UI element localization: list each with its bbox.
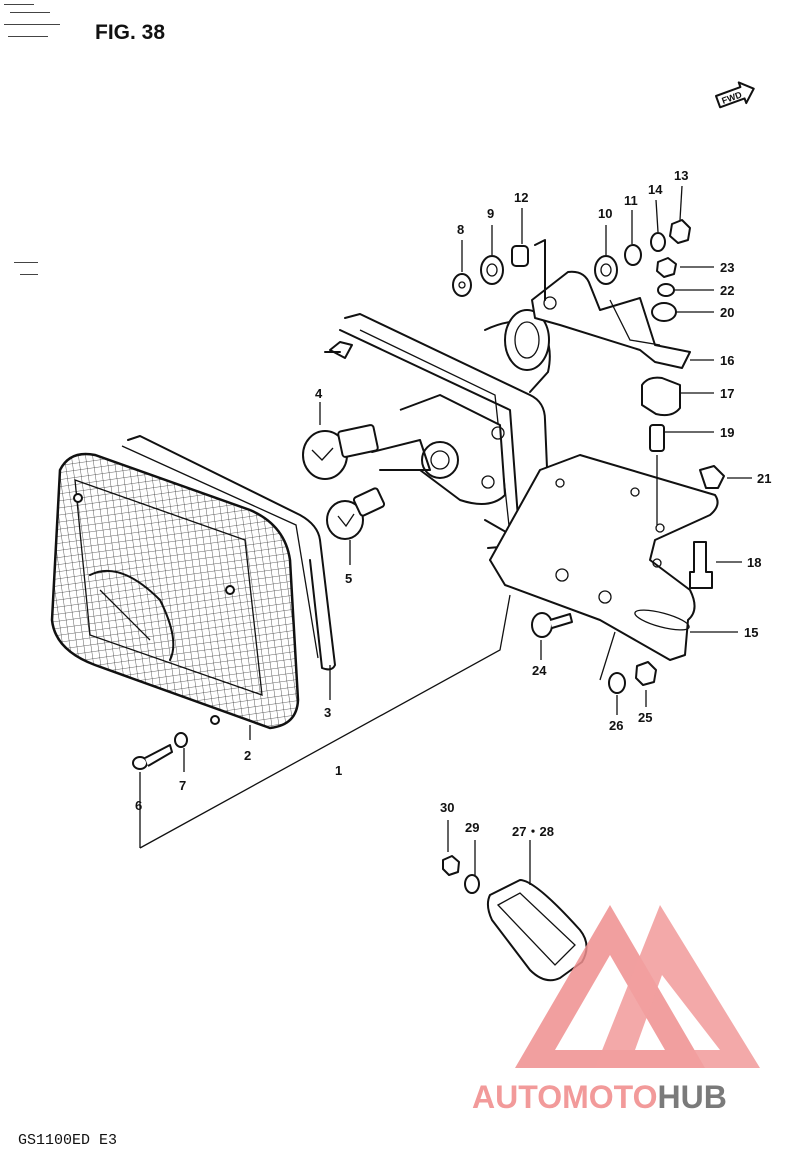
callout-10: 10 [598, 206, 612, 221]
bulb-license [326, 487, 386, 540]
cushion-9 [480, 255, 504, 285]
bulb-stop-tail [302, 424, 379, 480]
scan-noise [4, 4, 60, 275]
figure-title: FIG. 38 [95, 21, 165, 44]
nut-13 [669, 219, 691, 244]
bolt-18 [689, 541, 713, 589]
washer-22 [657, 283, 675, 297]
screw-24 [531, 612, 573, 638]
spacer-19 [649, 424, 665, 452]
mounting-plate [489, 454, 719, 661]
washer-26 [608, 672, 626, 694]
callout-12: 12 [514, 190, 528, 205]
callout-2: 2 [244, 748, 251, 763]
nut-25 [635, 661, 657, 686]
reflector-27-28 [486, 879, 588, 982]
gasket-inner-edge [121, 445, 319, 659]
upper-bracket [531, 239, 691, 369]
screw-6 [132, 744, 173, 770]
callout-21: 21 [757, 471, 771, 486]
washer-20 [651, 302, 677, 322]
callouts: 1 2 3 4 5 6 7 8 9 10 11 12 13 14 15 16 1… [135, 168, 771, 839]
callout-29: 29 [465, 820, 479, 835]
forward-arrow-icon: FWD [715, 81, 755, 109]
callout-27-28: 27・28 [512, 824, 554, 839]
callout-3: 3 [324, 705, 331, 720]
callout-8: 8 [457, 222, 464, 237]
tail-lamp-lens [50, 452, 300, 730]
callout-7: 7 [179, 778, 186, 793]
callout-30: 30 [440, 800, 454, 815]
nut-30 [442, 855, 460, 876]
callout-25: 25 [638, 710, 652, 725]
lens-gasket [127, 435, 336, 671]
callout-4: 4 [315, 386, 323, 401]
cushion-17 [641, 376, 681, 417]
callout-9: 9 [487, 206, 494, 221]
model-code: GS1100ED E3 [18, 1132, 117, 1149]
leader-lines [139, 185, 752, 885]
callout-11: 11 [624, 193, 638, 208]
callout-15: 15 [744, 625, 758, 640]
watermark-logo [515, 905, 760, 1068]
callout-6: 6 [135, 798, 142, 813]
callout-5: 5 [345, 571, 352, 586]
washer-29 [464, 874, 480, 894]
callout-22: 22 [720, 283, 734, 298]
callout-20: 20 [720, 305, 734, 320]
washer-7 [174, 732, 188, 748]
washer-11 [624, 244, 642, 266]
callout-1: 1 [335, 763, 342, 778]
lamp-housing [324, 309, 551, 566]
callout-23: 23 [720, 260, 734, 275]
cushion-10 [594, 255, 618, 285]
washer-14 [650, 232, 666, 252]
callout-18: 18 [747, 555, 761, 570]
washer-8 [452, 273, 472, 297]
collar-12 [511, 245, 529, 267]
nut-21 [699, 465, 725, 489]
callout-19: 19 [720, 425, 734, 440]
callout-13: 13 [674, 168, 688, 183]
callout-24: 24 [532, 663, 547, 678]
watermark-text: AUTOMOTOHUB [472, 1079, 727, 1115]
callout-26: 26 [609, 718, 623, 733]
callout-17: 17 [720, 386, 734, 401]
callout-16: 16 [720, 353, 734, 368]
nut-23 [656, 257, 677, 278]
callout-14: 14 [648, 182, 663, 197]
